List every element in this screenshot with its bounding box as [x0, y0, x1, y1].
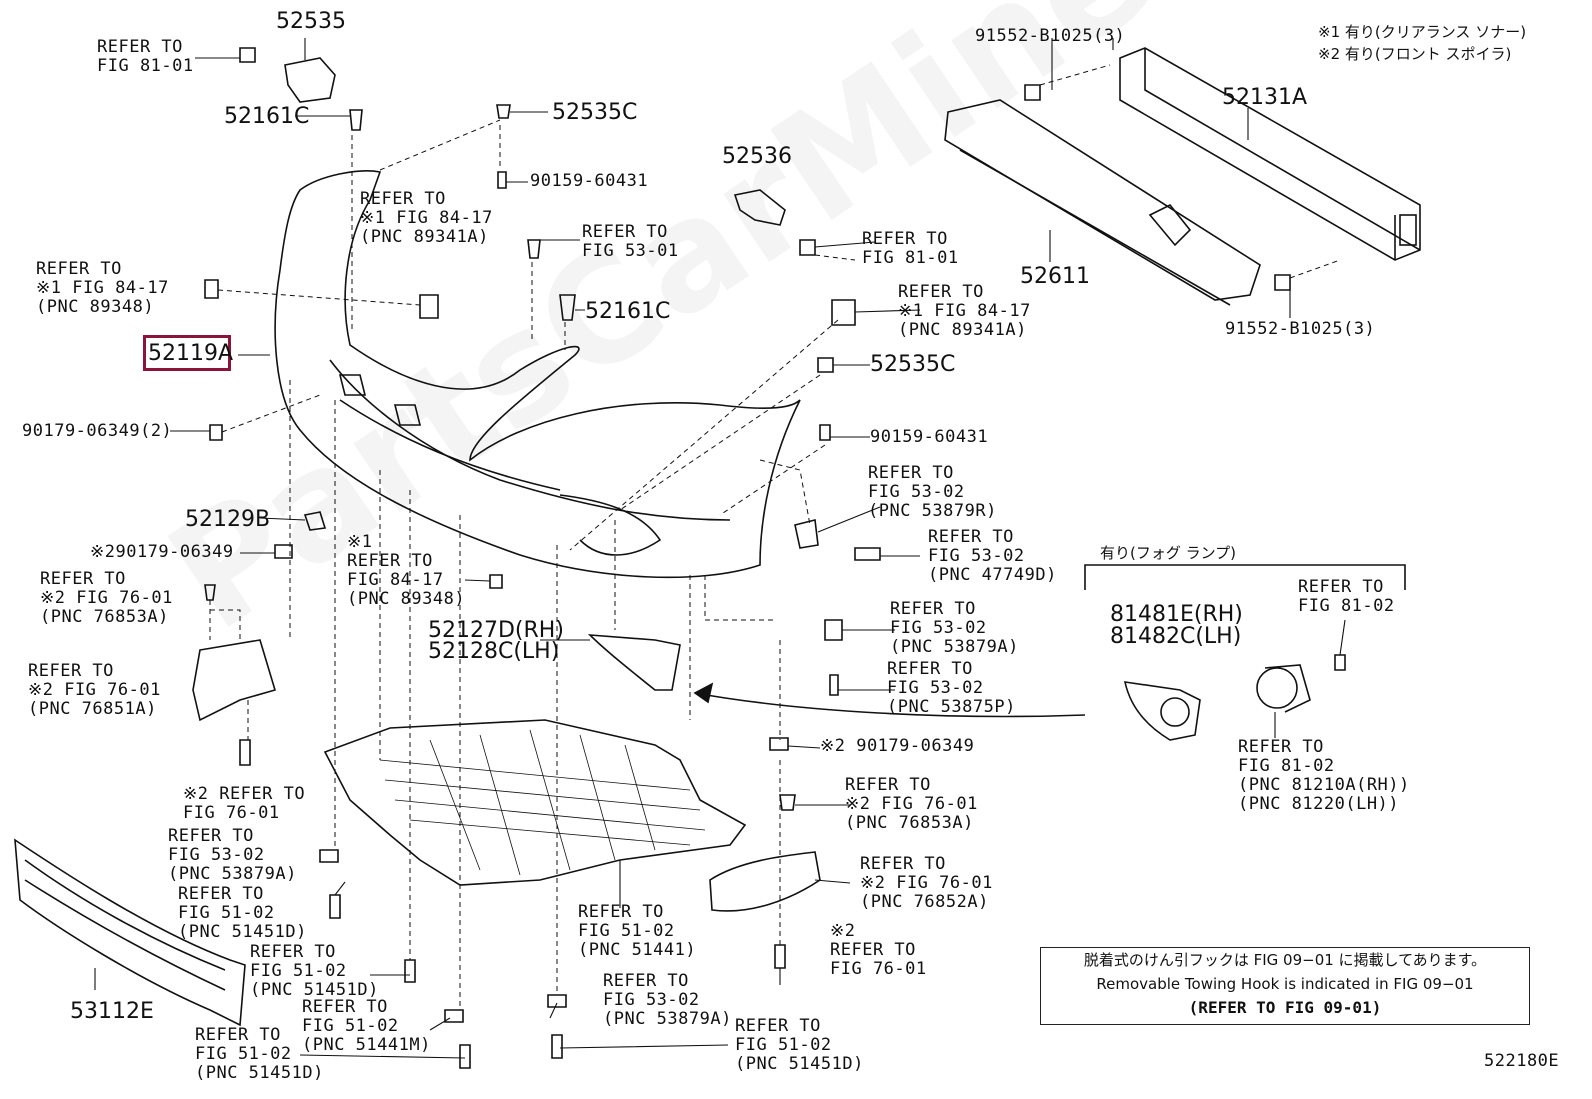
note-english: Removable Towing Hook is indicated in FI…: [1096, 975, 1474, 993]
ref-fig-51-02-51451d-bottom-right[interactable]: REFER TO FIG 51-02 (PNC 51451D): [735, 1016, 864, 1074]
part-52131a[interactable]: 52131A: [1222, 85, 1308, 110]
part-52535[interactable]: 52535: [276, 9, 346, 34]
fastener-90159-mid[interactable]: 90159-60431: [870, 427, 989, 447]
legend-note-1: ※1 有り(クリアランス ソナー): [1318, 23, 1527, 41]
part-52127d[interactable]: 52127D(RH): [428, 618, 564, 643]
ref-fig-53-02-47749d[interactable]: REFER TO FIG 53-02 (PNC 47749D): [928, 527, 1057, 585]
ref-fig-53-02-53879a-right[interactable]: REFER TO FIG 53-02 (PNC 53879A): [890, 599, 1019, 657]
part-52129b[interactable]: 52129B: [185, 507, 271, 532]
part-52119a[interactable]: 52119A: [148, 341, 234, 366]
towing-hook-note: 脱着式のけん引フックは FIG 09−01 に掲載してあります。 Removab…: [1040, 947, 1530, 1025]
energy-absorber: [944, 99, 1261, 301]
ref-fig-76-01-76852a[interactable]: REFER TO ※2 FIG 76-01 (PNC 76852A): [860, 854, 993, 912]
lower-grille: [14, 838, 246, 1027]
bumper-cover: [274, 170, 801, 579]
ref-fig-76-01-76853a-right[interactable]: REFER TO ※2 FIG 76-01 (PNC 76853A): [845, 775, 978, 833]
ref-fig-53-02-53879r[interactable]: REFER TO FIG 53-02 (PNC 53879R): [868, 463, 997, 521]
figure-code: 522180E: [1484, 1051, 1560, 1071]
fastener-90159-top[interactable]: 90159-60431: [530, 171, 649, 191]
fastener-90179-left[interactable]: 90179-06349(2): [22, 421, 173, 441]
ref-fig-76-01-bolt-right[interactable]: ※2 REFER TO FIG 76-01: [830, 921, 927, 979]
part-52611[interactable]: 52611: [1020, 264, 1090, 289]
ref-fig-76-01-76851a[interactable]: REFER TO ※2 FIG 76-01 (PNC 76851A): [28, 661, 161, 719]
part-52535c-right[interactable]: 52535C: [870, 352, 956, 377]
fastener-91552-top[interactable]: 91552-B1025(3): [975, 26, 1126, 46]
ref-fig-51-02-51451d-bottom-left[interactable]: REFER TO FIG 51-02 (PNC 51451D): [195, 1025, 324, 1083]
part-52161c-top[interactable]: 52161C: [224, 104, 310, 129]
part-52535c-top[interactable]: 52535C: [552, 100, 638, 125]
part-81482c[interactable]: 81482C(LH): [1110, 624, 1242, 649]
part-53112e[interactable]: 53112E: [70, 999, 154, 1024]
highlight-box-52119a: [143, 335, 231, 371]
ref-fig-51-02-51451d-center[interactable]: REFER TO FIG 51-02 (PNC 51451D): [250, 942, 379, 1000]
ref-fig-51-02-51441m[interactable]: REFER TO FIG 51-02 (PNC 51441M): [302, 997, 431, 1055]
ref-fig-84-17-89341a-center[interactable]: REFER TO ※1 FIG 84-17 (PNC 89341A): [360, 189, 493, 247]
reinforcement-beam: [1119, 47, 1421, 261]
note-refer-link[interactable]: (REFER TO FIG 09-01): [1188, 998, 1382, 1017]
part-81481e[interactable]: 81481E(RH): [1110, 602, 1243, 627]
ref-fig-81-02-fog-lamp[interactable]: REFER TO FIG 81-02 (PNC 81210A(RH)) (PNC…: [1238, 737, 1410, 814]
ref-fig-84-17-89341a-right[interactable]: REFER TO ※1 FIG 84-17 (PNC 89341A): [898, 282, 1031, 340]
note-japanese: 脱着式のけん引フックは FIG 09−01 に掲載してあります。: [1083, 951, 1487, 969]
ref-fig-84-17-89348-left[interactable]: REFER TO ※1 FIG 84-17 (PNC 89348): [36, 259, 169, 317]
ref-fig-53-02-53879a-left[interactable]: REFER TO FIG 53-02 (PNC 53879A): [168, 826, 297, 884]
ref-fig-53-01[interactable]: REFER TO FIG 53-01: [582, 222, 679, 261]
part-52536[interactable]: 52536: [722, 144, 792, 169]
legend-note-2: ※2 有り(フロント スポイラ): [1318, 45, 1512, 63]
ref-fig-76-01-bolt-left[interactable]: ※2 REFER TO FIG 76-01: [183, 784, 306, 823]
part-52161c-mid[interactable]: 52161C: [585, 299, 671, 324]
fog-lamp-group-label: 有り(フォグ ランプ): [1100, 544, 1237, 562]
fastener-90179-x2[interactable]: ※290179-06349: [90, 542, 234, 562]
ref-fig-53-02-53879a-bottom[interactable]: REFER TO FIG 53-02 (PNC 53879A): [603, 971, 732, 1029]
ref-fig-81-01-top-left[interactable]: REFER TO FIG 81-01: [97, 37, 194, 76]
part-52128c[interactable]: 52128C(LH): [428, 639, 560, 664]
ref-fig-84-17-89348-center[interactable]: ※1 REFER TO FIG 84-17 (PNC 89348): [347, 532, 466, 609]
ref-fig-76-01-76853a-left[interactable]: REFER TO ※2 FIG 76-01 (PNC 76853A): [40, 569, 173, 627]
ref-fig-51-02-51451d-left[interactable]: REFER TO FIG 51-02 (PNC 51451D): [178, 884, 307, 942]
fastener-91552-bottom[interactable]: 91552-B1025(3): [1225, 319, 1376, 339]
fastener-90179-right[interactable]: ※2 90179-06349: [820, 736, 975, 756]
engine-undercover: [323, 719, 747, 886]
ref-fig-81-02-top[interactable]: REFER TO FIG 81-02: [1298, 577, 1395, 616]
ref-fig-53-02-53875p[interactable]: REFER TO FIG 53-02 (PNC 53875P): [887, 659, 1016, 717]
ref-fig-51-02-51441[interactable]: REFER TO FIG 51-02 (PNC 51441): [578, 902, 697, 960]
ref-fig-81-01-right[interactable]: REFER TO FIG 81-01: [862, 229, 959, 268]
